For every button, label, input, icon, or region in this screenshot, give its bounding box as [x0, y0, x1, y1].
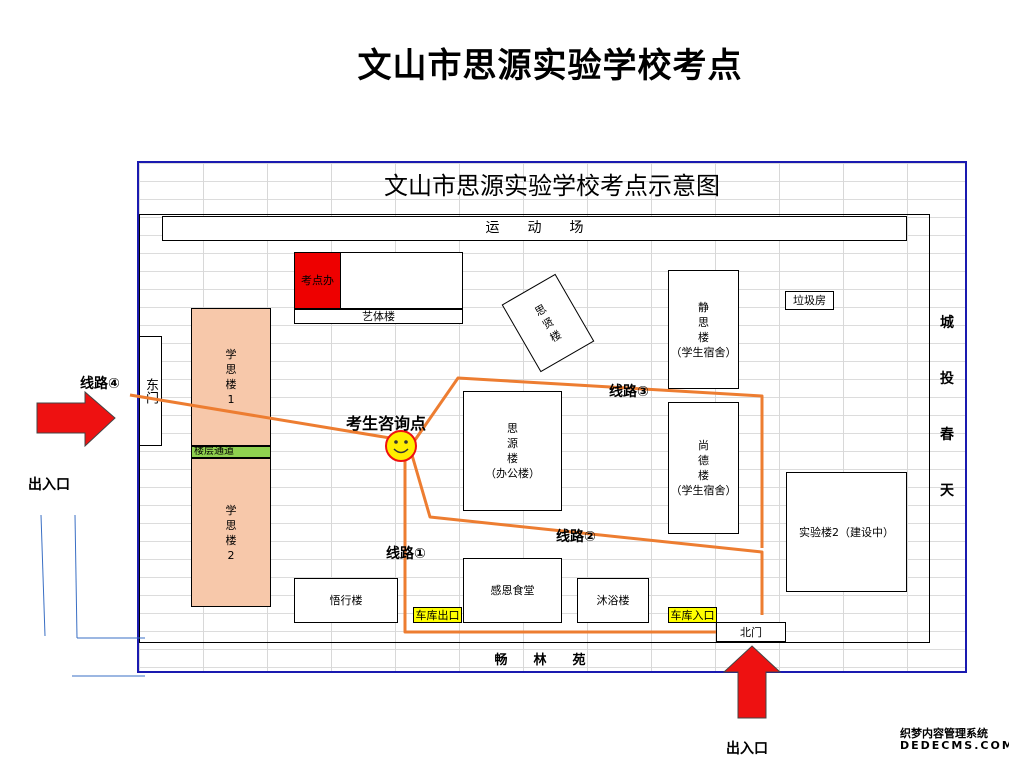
route-2-label: 线路②	[556, 529, 596, 545]
changlin-garden: 畅 林 苑	[494, 653, 586, 668]
east-road-char-3: 春	[940, 427, 954, 443]
east-road-char-2: 投	[940, 371, 954, 387]
siyuan-building: 思 源 楼 （办公楼）	[463, 391, 562, 511]
exam-office: 考点办	[294, 252, 341, 309]
route-lines	[129, 376, 764, 634]
route-4-line	[129, 393, 391, 440]
art-building: 艺体楼	[294, 309, 463, 324]
playground: 运 动 场	[162, 216, 907, 241]
garbage-room: 垃圾房	[785, 291, 834, 310]
map-title: 文山市思源实验学校考点示意图	[384, 172, 720, 200]
jingsi-building: 静 思 楼 （学生宿舍）	[668, 270, 739, 389]
bottom-entrance-label: 出入口	[726, 741, 768, 757]
canteen: 感恩食堂	[463, 558, 562, 623]
east-road-char-4: 天	[940, 483, 954, 499]
route-2-line	[410, 454, 764, 615]
consult-point-label: 考生咨询点	[346, 414, 427, 433]
route-3-line	[413, 376, 764, 548]
watermark-line-1: 织梦内容管理系统	[900, 727, 988, 740]
left-entrance-arrow	[36, 390, 116, 448]
smiley-icon	[385, 430, 417, 462]
xuesi-building-2: 学 思 楼 2	[191, 458, 271, 607]
route-1-label: 线路①	[386, 546, 426, 562]
bath-building: 沐浴楼	[577, 578, 649, 623]
left-entrance-label: 出入口	[28, 477, 70, 493]
route-4-label: 线路④	[80, 376, 120, 392]
watermark-line-2: DEDECMS.COM	[900, 739, 1009, 752]
route-1-line	[403, 460, 716, 634]
xuesi-building-1: 学 思 楼 1	[191, 308, 271, 446]
watermark: 织梦内容管理系统 DEDECMS.COM	[900, 728, 1009, 752]
wuxing-building: 悟行楼	[294, 578, 398, 623]
garage-entry: 车库入口	[668, 607, 717, 623]
garage-exit: 车库出口	[413, 607, 462, 623]
floor-corridor: 楼层通道	[191, 446, 271, 458]
entrance-guide-lines	[40, 514, 145, 677]
bottom-entrance-arrow	[722, 645, 782, 719]
east-road-char-1: 城	[940, 315, 954, 331]
route-3-label: 线路③	[609, 384, 649, 400]
shangde-building: 尚 德 楼 （学生宿舍）	[668, 402, 739, 534]
north-gate: 北门	[716, 622, 786, 642]
lab-building-2: 实验楼2（建设中）	[786, 472, 907, 592]
page-title: 文山市思源实验学校考点	[357, 46, 743, 86]
